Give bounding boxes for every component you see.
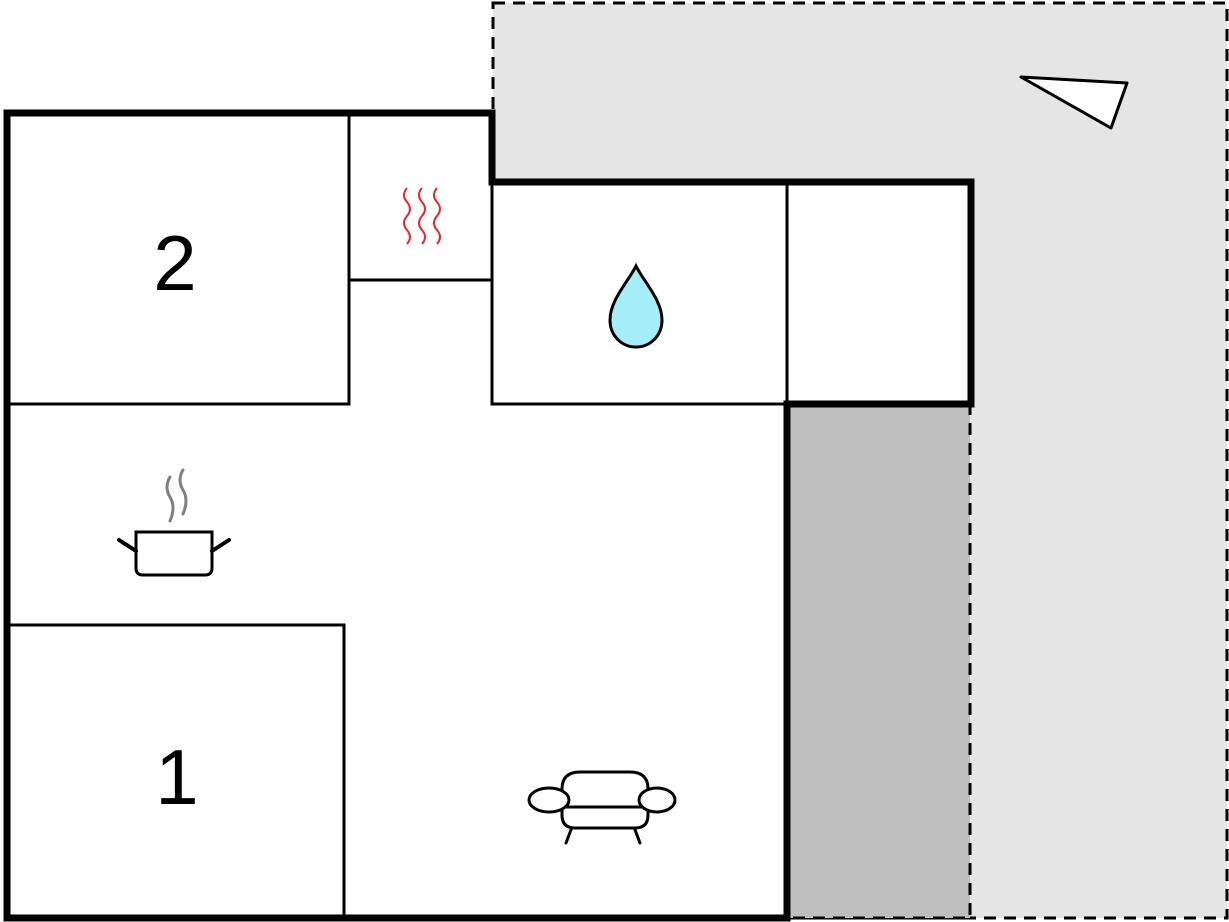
bedroom-1-label: 1 [155, 733, 198, 821]
house-outer-wall [3, 109, 975, 922]
bedroom-1-wall [7, 623, 346, 918]
water-drop-icon [608, 262, 664, 349]
compass-arrow-icon [1019, 75, 1129, 130]
sofa-icon [527, 770, 677, 845]
covered-terrace [786, 403, 972, 920]
bedroom-2-wall [7, 113, 351, 406]
heat-waves-icon [403, 187, 441, 245]
bathroom-wall [490, 182, 787, 406]
cooking-pot-icon [117, 468, 231, 577]
interior-walls [7, 113, 789, 918]
bedroom-2-label: 2 [153, 219, 196, 307]
